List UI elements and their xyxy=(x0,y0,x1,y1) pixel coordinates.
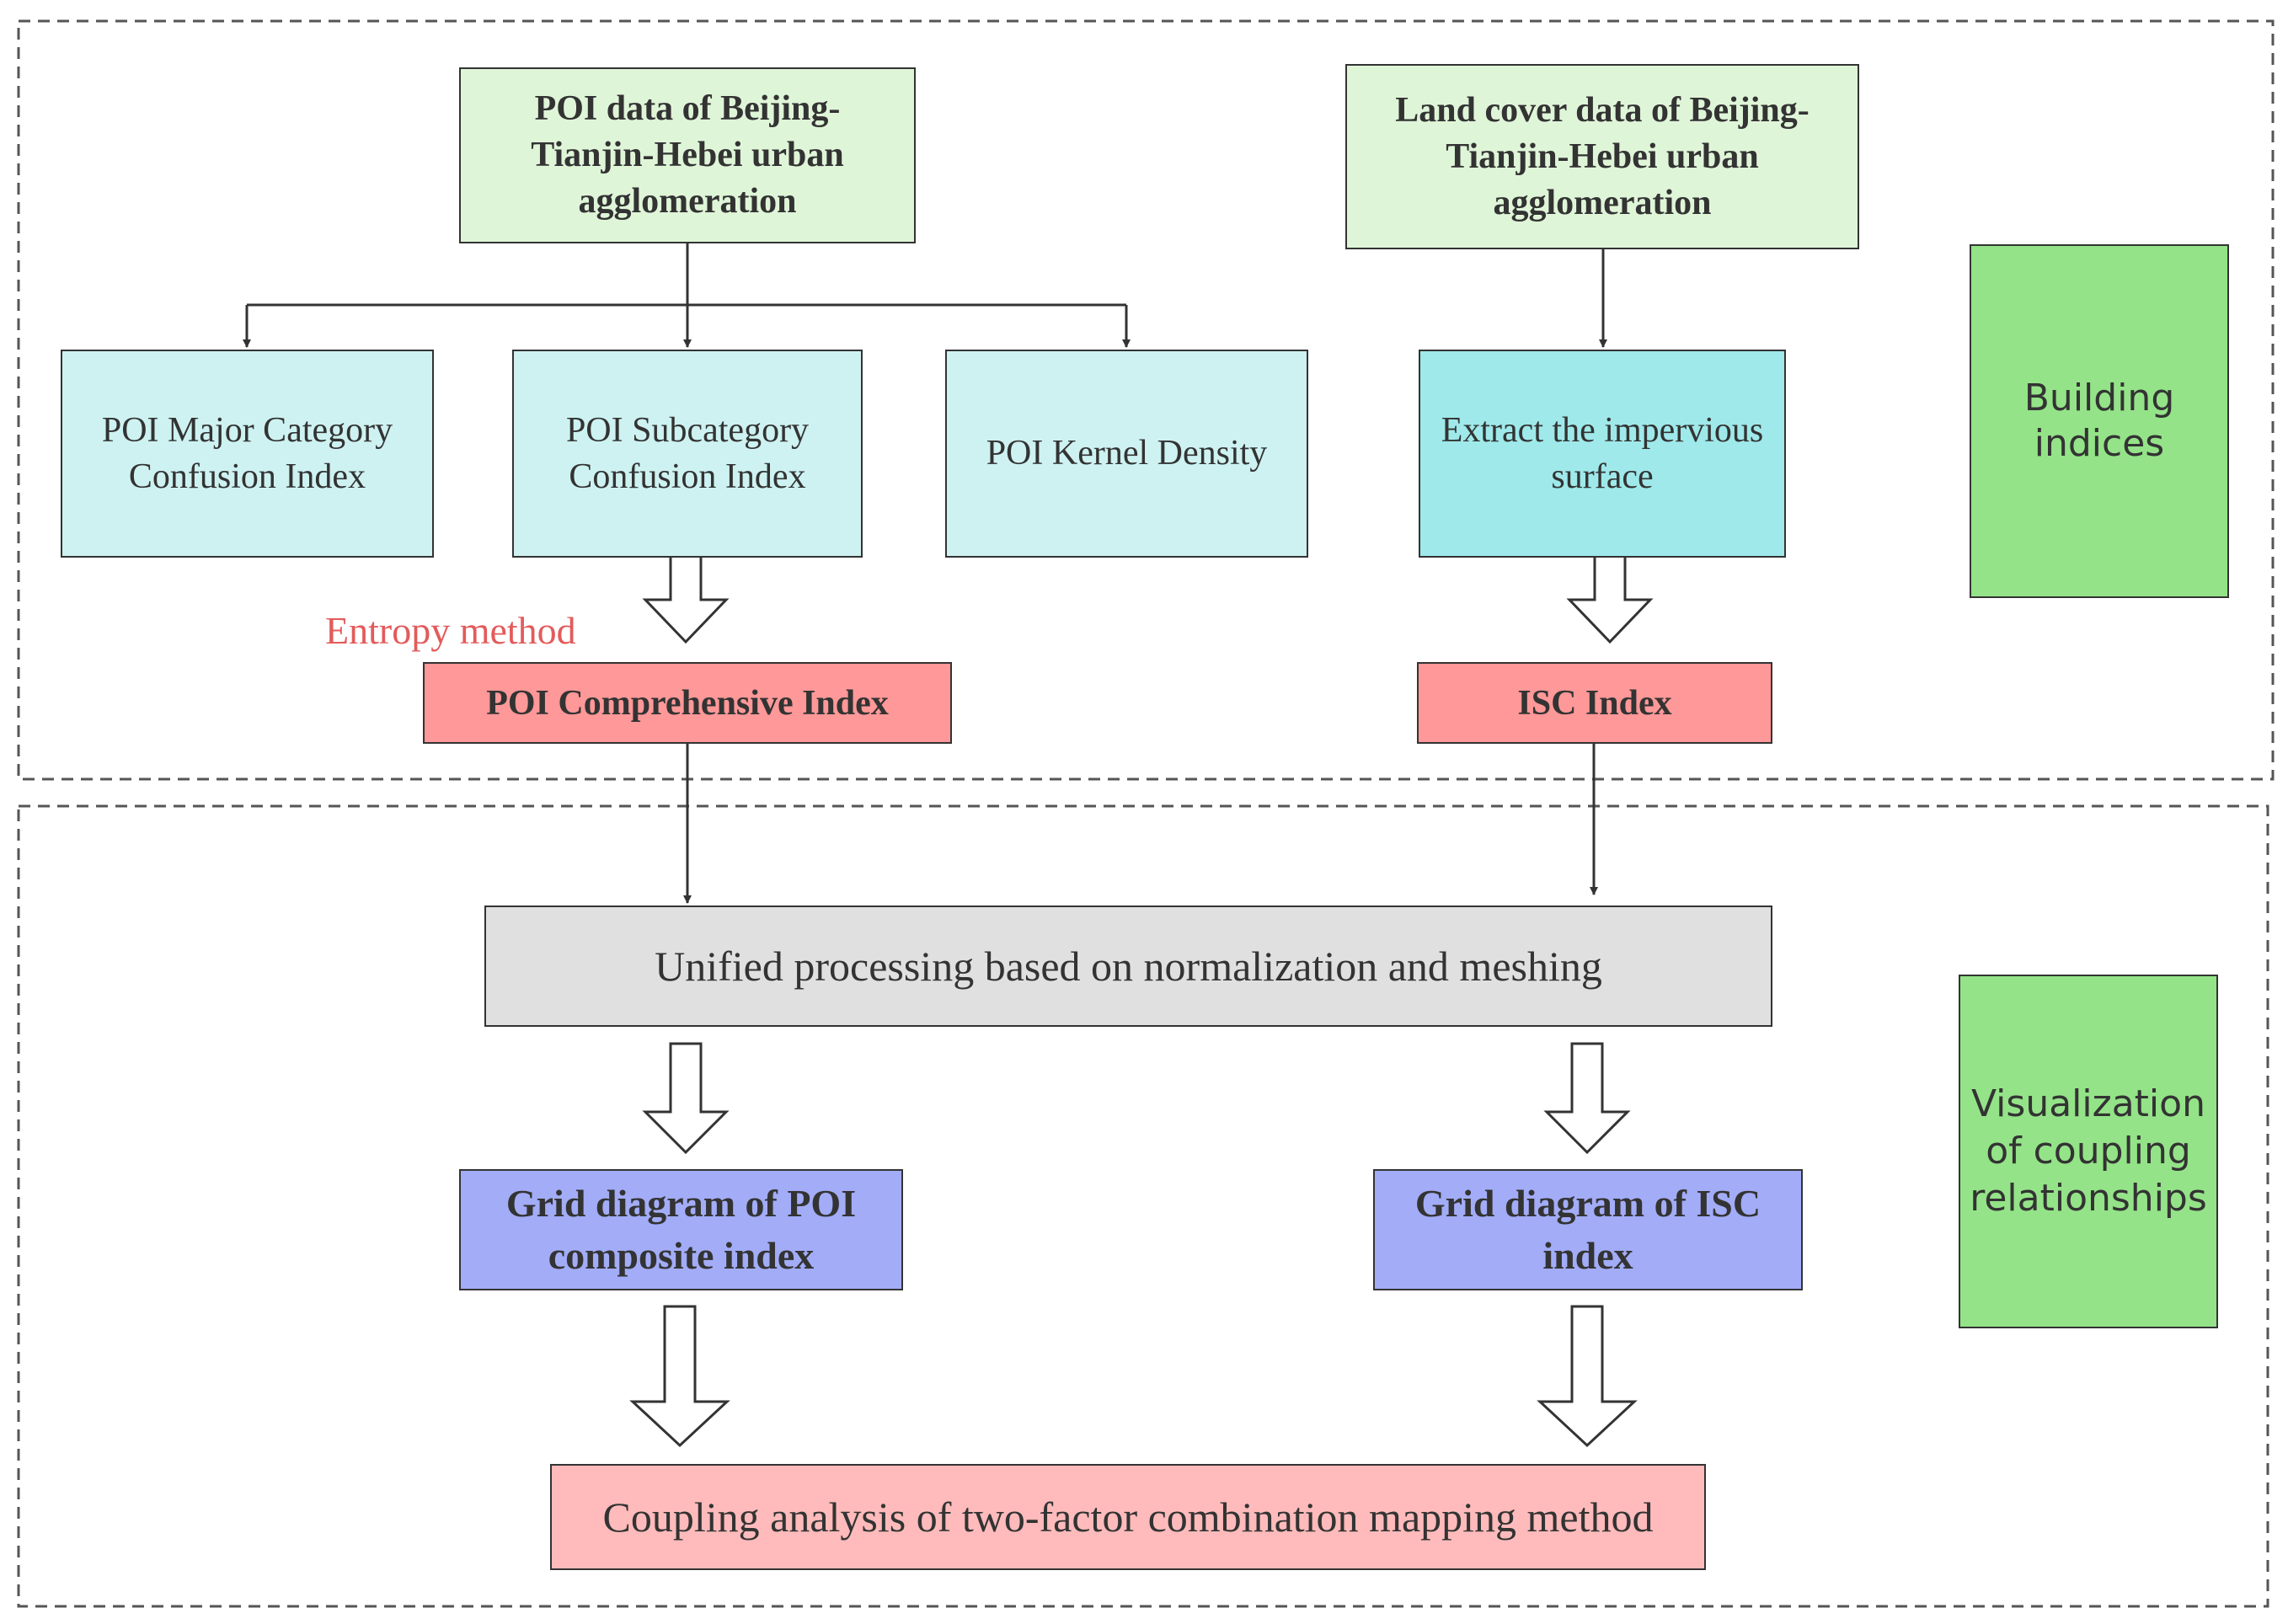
grid-poi-text: Grid diagram of POI composite index xyxy=(505,1182,857,1277)
visualization-label: Visualization of coupling relationships xyxy=(1970,1082,2207,1220)
grid-isc-text: Grid diagram of ISC index xyxy=(1414,1182,1761,1277)
landcover-data-box: Land cover data of Beijing-Tianjin-Hebei… xyxy=(1345,64,1859,249)
visualization-label-box: Visualization of coupling relationships xyxy=(1959,975,2218,1328)
poi-comprehensive-box: POI Comprehensive Index xyxy=(423,662,952,744)
hollow-arrow-to-grid-isc xyxy=(1543,1042,1631,1155)
top-panel-border xyxy=(17,19,2275,781)
major-confusion-box: POI Major Category Confusion Index xyxy=(61,350,434,558)
poi-data-text: POI data of Beijing-Tianjin-Hebei urban … xyxy=(531,89,844,221)
entropy-method-label: Entropy method xyxy=(325,609,576,652)
extract-impervious-box: Extract the impervious surface xyxy=(1419,350,1786,558)
building-indices-label: Building indices xyxy=(2023,377,2175,465)
extract-impervious-text: Extract the impervious surface xyxy=(1441,410,1764,496)
sub-confusion-box: POI Subcategory Confusion Index xyxy=(512,350,863,558)
grid-isc-box: Grid diagram of ISC index xyxy=(1373,1169,1803,1290)
hollow-arrow-isc-to-coupling xyxy=(1537,1305,1638,1448)
poi-comprehensive-text: POI Comprehensive Index xyxy=(486,683,889,723)
bottom-panel-border xyxy=(17,804,2269,1608)
grid-poi-box: Grid diagram of POI composite index xyxy=(459,1169,903,1290)
isc-index-text: ISC Index xyxy=(1517,683,1672,723)
hollow-arrow-to-grid-poi xyxy=(642,1042,730,1155)
landcover-data-text: Land cover data of Beijing-Tianjin-Hebei… xyxy=(1395,90,1810,222)
coupling-analysis-box: Coupling analysis of two-factor combinat… xyxy=(550,1464,1706,1570)
unified-processing-text: Unified processing based on normalizatio… xyxy=(655,943,1602,990)
building-indices-label-box: Building indices xyxy=(1970,244,2229,598)
coupling-analysis-text: Coupling analysis of two-factor combinat… xyxy=(602,1493,1654,1541)
poi-data-box: POI data of Beijing-Tianjin-Hebei urban … xyxy=(459,67,916,243)
kernel-density-box: POI Kernel Density xyxy=(945,350,1308,558)
kernel-density-text: POI Kernel Density xyxy=(986,434,1268,473)
sub-confusion-text: POI Subcategory Confusion Index xyxy=(565,410,810,496)
isc-index-box: ISC Index xyxy=(1417,662,1772,744)
hollow-arrow-poi-to-coupling xyxy=(629,1305,730,1448)
unified-processing-box: Unified processing based on normalizatio… xyxy=(484,905,1772,1027)
poi-branch-connectors xyxy=(243,243,1131,348)
major-confusion-text: POI Major Category Confusion Index xyxy=(101,410,393,496)
